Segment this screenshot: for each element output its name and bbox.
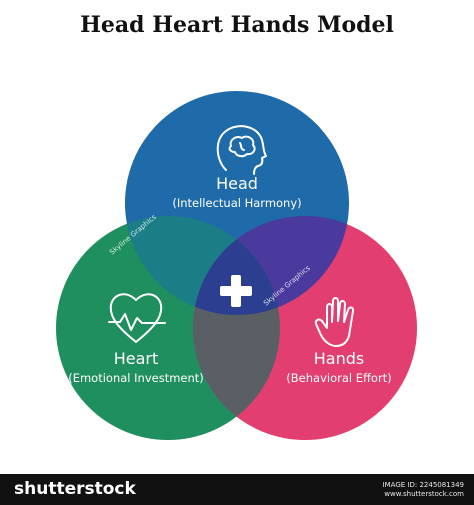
head-subtitle: (Intellectual Harmony) (172, 196, 301, 210)
venn-diagram: Head (Intellectual Harmony) Heart (Emoti… (56, 53, 417, 440)
hands-label: Hands (314, 349, 364, 368)
heart-label: Heart (114, 349, 159, 368)
head-heart-overlap (125, 216, 280, 315)
footer-brand: shutterstock (14, 479, 136, 499)
heart-pulse-icon (108, 293, 166, 343)
raised-hand-icon (314, 297, 355, 347)
footer-image-id: IMAGE ID: 2245081349 (382, 481, 464, 489)
footer-meta: IMAGE ID: 2245081349 www.shutterstock.co… (383, 481, 464, 499)
head-hands-overlap (193, 216, 349, 315)
watermark-text: Skyline Graphics (156, 53, 206, 97)
brain-head-icon (216, 125, 267, 175)
footer-bar: shutterstock IMAGE ID: 2245081349 www.sh… (0, 474, 474, 505)
hands-subtitle: (Behavioral Effort) (286, 371, 391, 385)
plus-icon (220, 275, 252, 307)
heart-subtitle: (Emotional Investment) (68, 371, 204, 385)
page-title: Head Heart Hands Model (80, 12, 394, 38)
footer-site: www.shutterstock.com (384, 490, 464, 498)
head-label: Head (216, 174, 258, 193)
